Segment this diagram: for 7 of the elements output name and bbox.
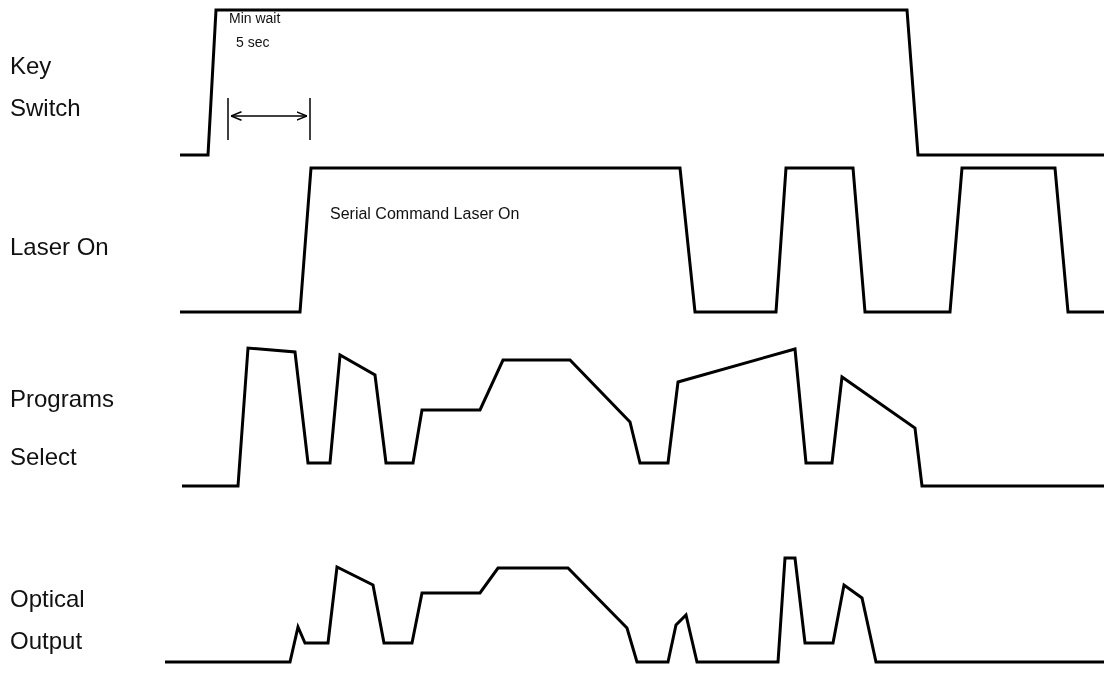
signal-label: Programs Select: [10, 384, 116, 472]
annotation-text: Serial Command Laser On: [330, 204, 521, 224]
dimension-label: Min wait: [229, 10, 282, 27]
signal-label: Laser On: [10, 232, 110, 262]
signal-label: Optical Output: [10, 584, 86, 656]
dimension-label: 5 sec: [236, 34, 271, 51]
signal-label: Key Switch: [10, 51, 82, 123]
